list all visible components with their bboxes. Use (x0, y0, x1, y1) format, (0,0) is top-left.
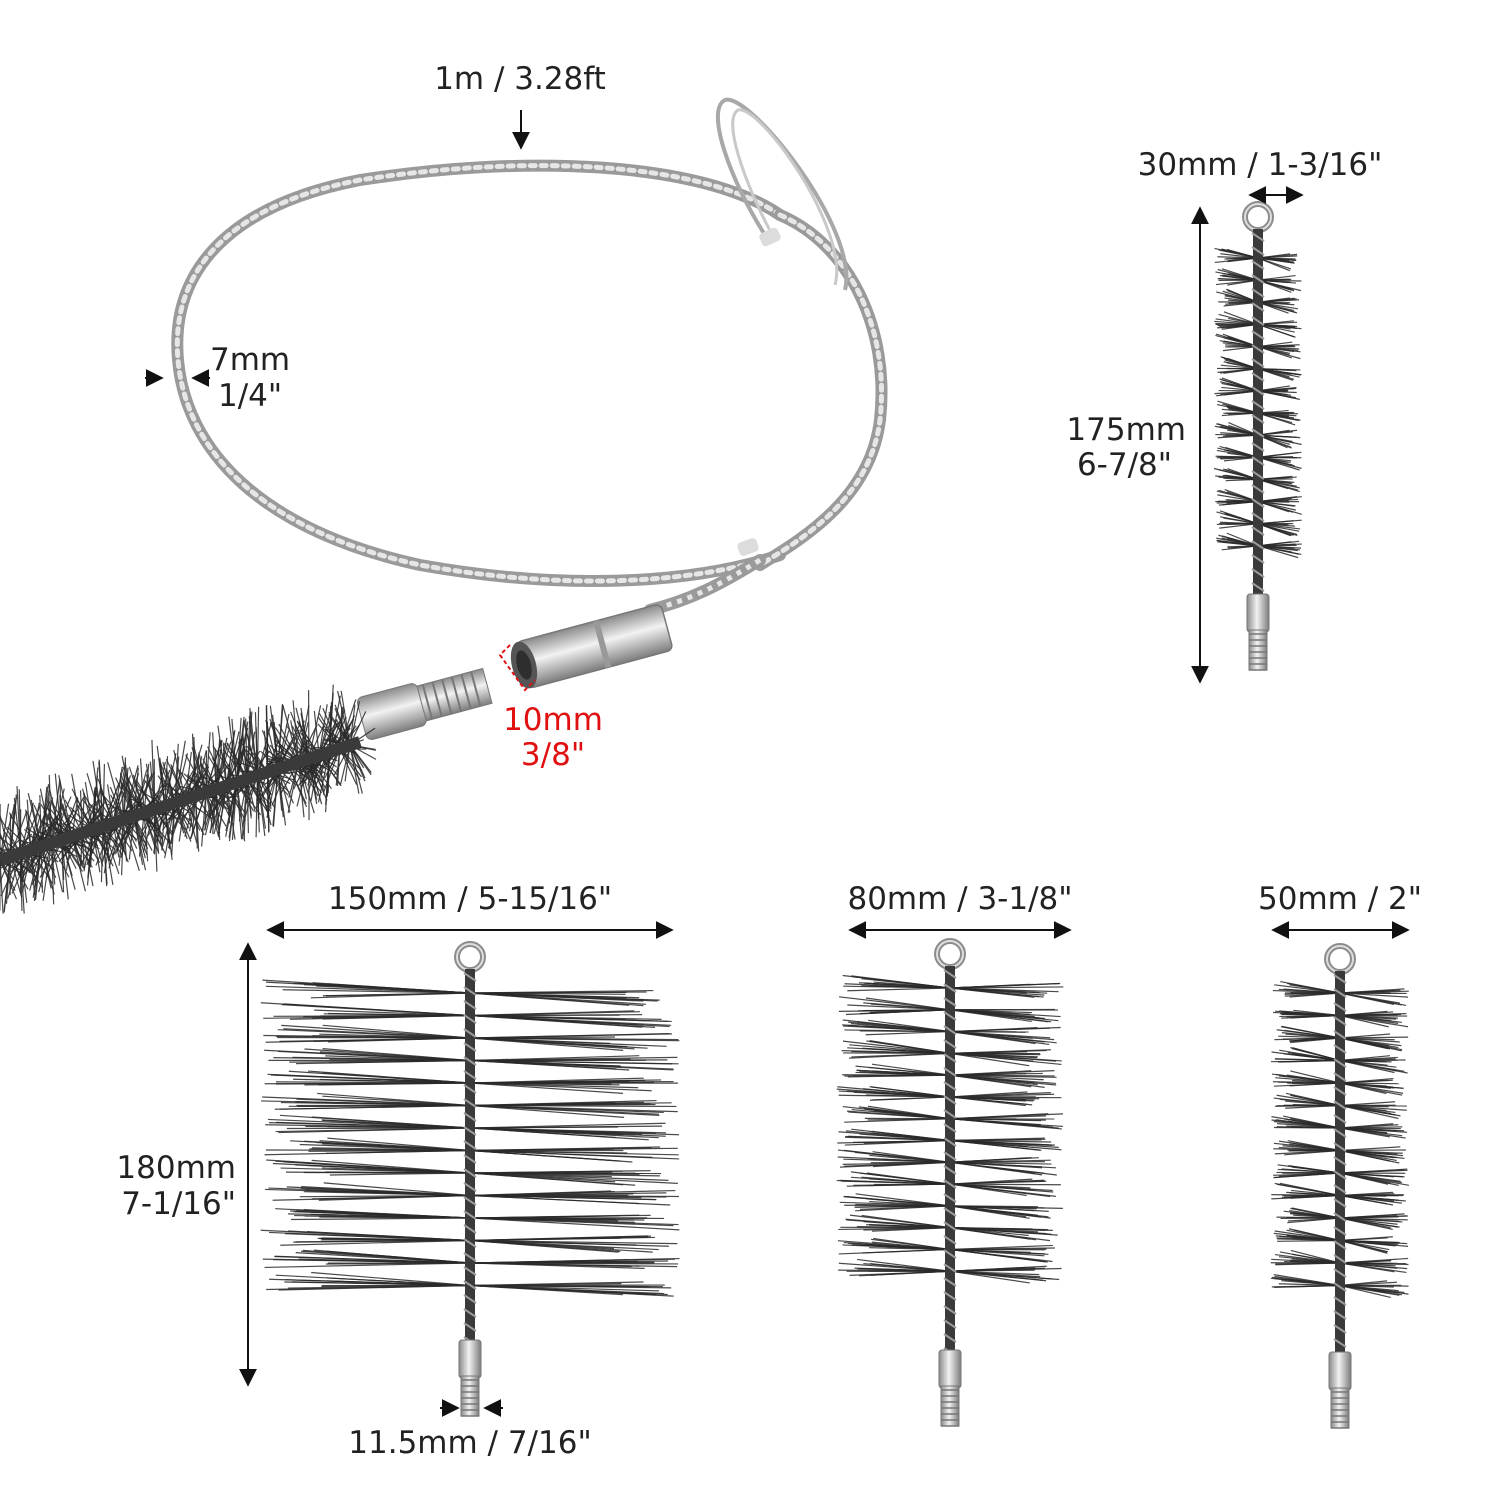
brush-150-dimension-arrows (239, 921, 674, 1417)
brush-150-width-label: 150mm / 5-15/16" (327, 881, 613, 917)
rod-dimension-arrows (145, 110, 530, 387)
brush-30-height-mm: 175mm (1066, 412, 1186, 448)
flexible-rod (171, 97, 888, 616)
brush-30-height-in: 6-7/8" (1076, 447, 1172, 483)
rod-thread-in: 3/8" (520, 737, 586, 773)
brush-150mm (260, 941, 680, 1417)
brush-80-width-label: 80mm / 3-1/8" (847, 881, 1073, 917)
brush-50-width-label: 50mm / 2" (1258, 881, 1422, 917)
rod-end-brush (0, 684, 377, 914)
rod-thread-mm: 10mm (503, 702, 603, 738)
rod-diameter-in: 1/4" (218, 378, 283, 414)
brush-30mm (1213, 201, 1302, 671)
brush-150-height-mm: 180mm (116, 1150, 236, 1186)
male-thread (356, 667, 493, 740)
thread-size-marker (498, 644, 536, 692)
female-connector (510, 604, 673, 689)
brush-80mm (836, 938, 1064, 1427)
brush-150-thread-label: 11.5mm / 7/16" (348, 1425, 592, 1461)
brush-30-dimension-arrows (1191, 186, 1304, 684)
rod-length-label: 1m / 3.28ft (434, 61, 606, 97)
brush-30-width-label: 30mm / 1-3/16" (1137, 147, 1383, 183)
brush-50mm (1270, 943, 1410, 1429)
rod-diameter-mm: 7mm (210, 342, 291, 378)
brush-150-height-in: 7-1/16" (121, 1186, 236, 1222)
